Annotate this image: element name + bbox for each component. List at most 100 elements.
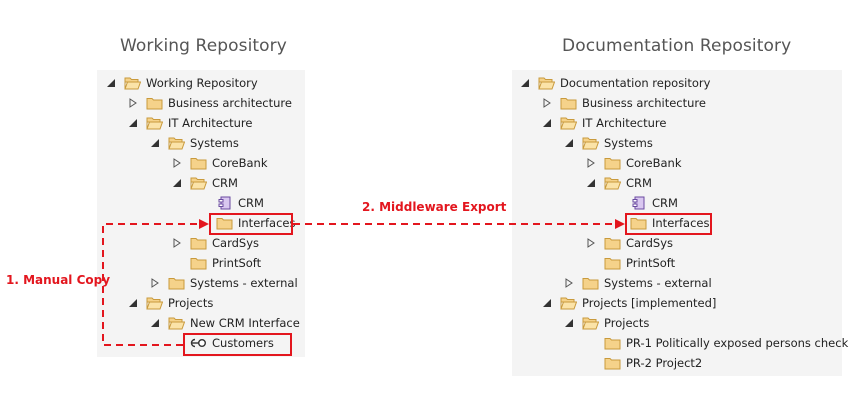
folder-open-icon [604, 176, 621, 190]
tree-node[interactable]: Systems - external [148, 273, 298, 293]
folder-open-icon [582, 316, 599, 330]
folder-open-icon [582, 136, 599, 150]
tree-node-label: Business architecture [582, 96, 706, 110]
tree-node-label: CRM [212, 176, 238, 190]
tree-node[interactable]: CoreBank [584, 153, 682, 173]
tree-node[interactable]: New CRM Interface [148, 313, 300, 333]
tree-node[interactable]: Interfaces [196, 213, 295, 233]
tree-node-label: Systems [190, 136, 239, 150]
folder-icon [604, 356, 621, 370]
tree-node-label: Customers [212, 336, 274, 350]
folder-icon [604, 236, 621, 250]
tree-node[interactable]: Projects [implemented] [540, 293, 716, 313]
right-title: Documentation Repository [562, 36, 792, 56]
folder-icon [190, 156, 207, 170]
middleware-export-arrowhead [615, 219, 625, 229]
left-customers-highlight [183, 333, 292, 356]
tree-node-label: CardSys [626, 236, 673, 250]
expanded-toggle-icon[interactable] [148, 133, 162, 153]
folder-open-icon [538, 76, 555, 90]
tree-node-label: Systems [604, 136, 653, 150]
collapsed-toggle-icon[interactable] [540, 93, 554, 113]
left-title: Working Repository [120, 36, 287, 56]
tree-node[interactable]: Systems [148, 133, 239, 153]
collapsed-toggle-icon[interactable] [562, 273, 576, 293]
collapsed-toggle-icon[interactable] [170, 153, 184, 173]
tree-node[interactable]: Systems - external [562, 273, 712, 293]
folder-icon [604, 156, 621, 170]
expanded-toggle-icon[interactable] [562, 313, 576, 333]
tree-node[interactable]: CRM [196, 193, 264, 213]
collapsed-toggle-icon[interactable] [584, 153, 598, 173]
tree-node[interactable]: PrintSoft [170, 253, 261, 273]
tree-node[interactable]: CoreBank [170, 153, 268, 173]
tree-node[interactable]: Projects [562, 313, 649, 333]
tree-node[interactable]: Business architecture [540, 93, 706, 113]
collapsed-toggle-icon[interactable] [584, 233, 598, 253]
tree-node[interactable]: PR-2 Project2 [584, 353, 702, 373]
tree-node[interactable]: Business architecture [126, 93, 292, 113]
tree-node[interactable]: CardSys [584, 233, 673, 253]
tree-node-label: Projects [604, 316, 650, 330]
expanded-toggle-icon[interactable] [126, 113, 140, 133]
tree-node-label: CoreBank [626, 156, 682, 170]
tree-node[interactable]: IT Architecture [126, 113, 252, 133]
tree-node[interactable]: Systems [562, 133, 653, 153]
expanded-toggle-icon[interactable] [148, 313, 162, 333]
manual-copy-label: 1. Manual Copy [6, 273, 111, 287]
tree-node[interactable]: Documentation repository [518, 73, 710, 93]
collapsed-toggle-icon[interactable] [148, 273, 162, 293]
tree-node-label: CardSys [212, 236, 259, 250]
tree-node-label: Projects [168, 296, 214, 310]
expanded-toggle-icon[interactable] [126, 293, 140, 313]
tree-node[interactable]: CardSys [170, 233, 259, 253]
folder-icon [190, 256, 207, 270]
tree-node-label: PrintSoft [212, 256, 262, 270]
tree-node-label: Interfaces [652, 216, 710, 230]
tree-node-label: Systems - external [604, 276, 712, 290]
tree-node-label: Working Repository [146, 76, 258, 90]
expanded-toggle-icon[interactable] [518, 73, 532, 93]
right-interfaces-highlight [625, 213, 712, 235]
component-icon [216, 196, 233, 210]
folder-open-icon [124, 76, 141, 90]
expanded-toggle-icon[interactable] [584, 173, 598, 193]
middleware-export-label: 2. Middleware Export [362, 200, 507, 214]
tree-node-label: Business architecture [168, 96, 292, 110]
tree-node[interactable]: PrintSoft [584, 253, 675, 273]
collapsed-toggle-icon[interactable] [126, 93, 140, 113]
tree-node-label: PR-1 Politically exposed persons check [626, 336, 849, 350]
folder-icon [630, 216, 647, 230]
folder-open-icon [560, 116, 577, 130]
folder-icon [604, 336, 621, 350]
tree-node[interactable]: CRM [584, 173, 652, 193]
tree-node-label: New CRM Interface [190, 316, 300, 330]
folder-icon [216, 216, 233, 230]
folder-open-icon [560, 296, 577, 310]
manual-copy-arrow-line [102, 223, 200, 346]
tree-node-label: IT Architecture [582, 116, 667, 130]
collapsed-toggle-icon[interactable] [170, 233, 184, 253]
tree-node[interactable]: Customers [170, 333, 274, 353]
tree-node[interactable]: Projects [126, 293, 213, 313]
expanded-toggle-icon[interactable] [104, 73, 118, 93]
tree-node[interactable]: PR-1 Politically exposed persons check [584, 333, 848, 353]
component-icon [630, 196, 647, 210]
expanded-toggle-icon[interactable] [540, 293, 554, 313]
folder-icon [146, 96, 163, 110]
tree-node-label: CRM [626, 176, 652, 190]
tree-node[interactable]: Interfaces [610, 213, 709, 233]
tree-node[interactable]: CRM [610, 193, 678, 213]
tree-node-label: PrintSoft [626, 256, 676, 270]
tree-node[interactable]: IT Architecture [540, 113, 666, 133]
folder-icon [168, 276, 185, 290]
expanded-toggle-icon[interactable] [170, 173, 184, 193]
tree-node[interactable]: CRM [170, 173, 238, 193]
tree-node-label: CRM [238, 196, 264, 210]
folder-open-icon [146, 116, 163, 130]
tree-node[interactable]: Working Repository [104, 73, 258, 93]
expanded-toggle-icon[interactable] [562, 133, 576, 153]
expanded-toggle-icon[interactable] [540, 113, 554, 133]
tree-node-label: Projects [implemented] [582, 296, 717, 310]
